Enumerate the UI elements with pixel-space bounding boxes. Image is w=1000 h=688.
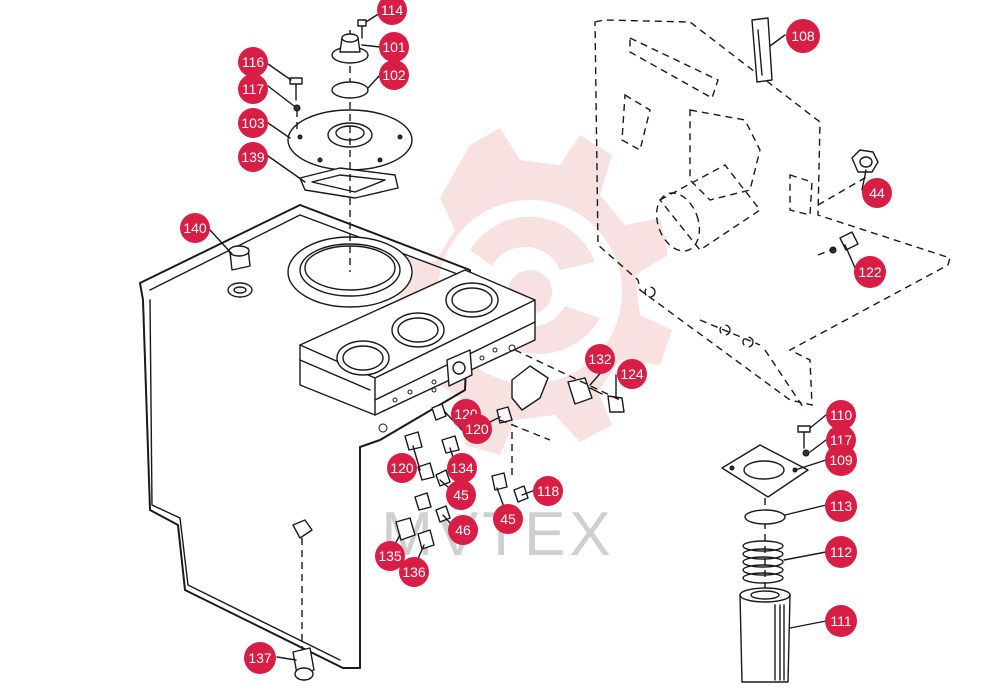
svg-text:101: 101 <box>382 39 406 55</box>
callout-140: 140 <box>180 213 210 243</box>
callout-102: 102 <box>379 60 409 90</box>
svg-text:45: 45 <box>453 487 469 503</box>
callout-109: 109 <box>825 444 857 476</box>
svg-text:134: 134 <box>450 460 474 476</box>
mounting-bracket <box>751 17 773 83</box>
svg-text:44: 44 <box>869 185 885 201</box>
housing-outline <box>594 19 951 406</box>
washer-117b <box>802 449 810 457</box>
callout-112: 112 <box>825 536 857 568</box>
svg-text:45: 45 <box>500 511 516 527</box>
callout-120-c: 120 <box>387 453 417 483</box>
leader-44-dash <box>817 174 871 206</box>
callout-116: 116 <box>238 47 268 77</box>
callout-136: 136 <box>399 557 429 587</box>
callout-122: 122 <box>854 256 886 288</box>
fittings-cluster <box>395 403 551 550</box>
hydraulic-tank <box>139 204 536 669</box>
gasket-139 <box>299 167 399 199</box>
svg-text:136: 136 <box>402 564 426 580</box>
svg-text:122: 122 <box>858 264 882 280</box>
callout-132: 132 <box>585 344 615 374</box>
sensor-124 <box>607 395 625 413</box>
svg-text:120: 120 <box>465 421 489 437</box>
callout-108: 108 <box>786 19 820 53</box>
svg-text:139: 139 <box>241 149 265 165</box>
screw-114 <box>357 19 367 39</box>
callout-111: 111 <box>825 605 857 637</box>
breather-140 <box>227 245 253 298</box>
svg-text:132: 132 <box>588 351 612 367</box>
callout-124: 124 <box>617 359 647 389</box>
nut-44 <box>851 149 879 173</box>
spring-112 <box>742 540 784 584</box>
o-ring-113 <box>744 509 786 525</box>
svg-text:114: 114 <box>381 2 404 18</box>
svg-text:117: 117 <box>830 432 853 448</box>
fitting-122 <box>829 231 859 254</box>
cap-101 <box>331 33 369 64</box>
callout-103: 103 <box>238 108 268 138</box>
svg-text:120: 120 <box>390 460 414 476</box>
svg-text:110: 110 <box>830 407 853 423</box>
callout-113: 113 <box>825 490 857 522</box>
callout-44: 44 <box>862 178 892 208</box>
callout-45-b: 45 <box>493 504 523 534</box>
svg-text:140: 140 <box>183 220 207 236</box>
callout-110: 110 <box>826 400 856 430</box>
port-axis <box>514 349 621 401</box>
svg-text:117: 117 <box>242 81 265 97</box>
callout-117: 117 <box>238 74 268 104</box>
o-ring-102 <box>331 81 369 99</box>
svg-text:112: 112 <box>830 544 853 560</box>
svg-text:118: 118 <box>537 483 560 499</box>
bolt-116 <box>289 77 303 101</box>
svg-text:111: 111 <box>830 613 851 629</box>
callout-135: 135 <box>375 541 405 571</box>
filter-element-111 <box>739 587 791 683</box>
callout-120-b: 120 <box>462 414 492 444</box>
filter-cover-109 <box>721 444 809 498</box>
callout-139: 139 <box>238 142 268 172</box>
svg-text:108: 108 <box>791 28 815 44</box>
svg-text:113: 113 <box>830 498 853 514</box>
callout-137: 137 <box>244 642 276 674</box>
filter-axis-top <box>764 349 806 411</box>
callout-badges: 114 101 102 116 117 103 139 140 108 44 1… <box>180 0 892 674</box>
svg-text:135: 135 <box>378 548 402 564</box>
callout-101: 101 <box>379 32 409 62</box>
leader-122-dash <box>817 247 837 256</box>
bolt-110 <box>797 425 811 449</box>
svg-text:137: 137 <box>248 650 272 666</box>
svg-text:103: 103 <box>241 115 265 131</box>
callout-45-a: 45 <box>446 480 476 510</box>
svg-text:116: 116 <box>242 54 265 70</box>
svg-text:109: 109 <box>829 452 853 468</box>
svg-text:124: 124 <box>620 366 644 382</box>
drain-fitting-137 <box>292 647 315 681</box>
callout-114: 114 <box>377 0 407 25</box>
svg-text:102: 102 <box>382 67 406 83</box>
callout-118: 118 <box>533 476 563 506</box>
svg-text:46: 46 <box>455 522 471 538</box>
callout-134: 134 <box>447 453 477 483</box>
callout-46: 46 <box>448 515 478 545</box>
